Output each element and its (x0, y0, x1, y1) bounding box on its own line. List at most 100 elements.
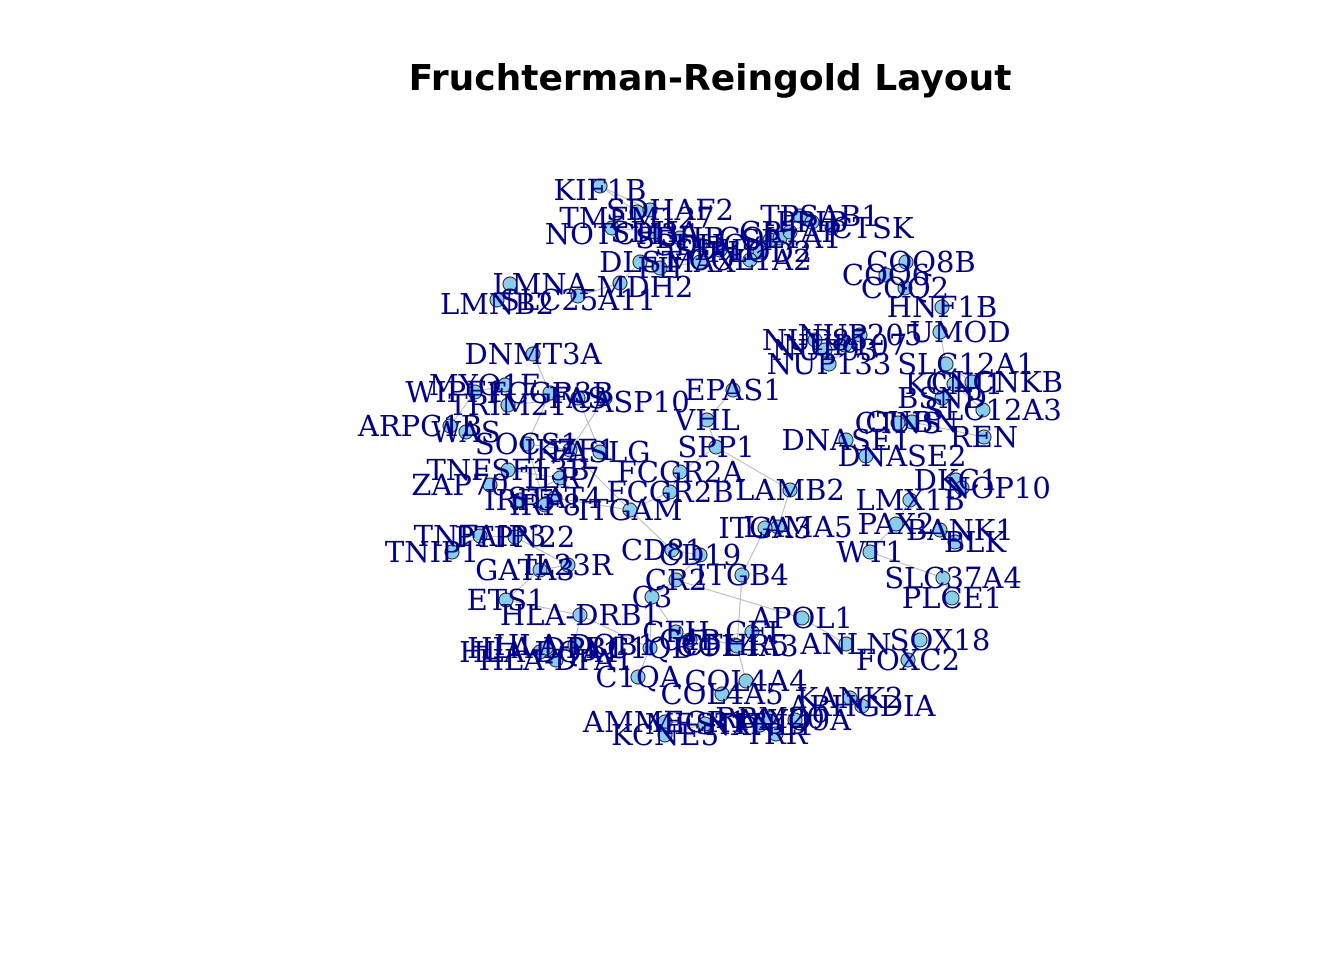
plot-title: Fruchterman-Reingold Layout (408, 58, 1012, 99)
node-label-pax2: PAX2 (858, 507, 935, 541)
node-ctsk (824, 220, 840, 236)
node-blk (947, 534, 963, 550)
node-label-sdhc: SDHC (655, 228, 746, 262)
node-label-fcgr2a: FCGR2A (617, 455, 745, 489)
node-sdhd (712, 242, 728, 258)
node-hnf1b (934, 299, 950, 315)
node-label-wipf1: WIPF1 (405, 375, 504, 409)
node-trim21 (500, 397, 516, 413)
node-slc25a11 (570, 288, 586, 304)
node-max (692, 254, 708, 270)
node-label-casp10: CASP10 (570, 385, 689, 419)
node-label-myo1e: MYO1E (429, 368, 541, 402)
node-label-hla-dqa1: HLA-DQA1 (459, 635, 621, 669)
node-label-mdh2: MDH2 (597, 270, 694, 304)
node-label-trr: TRR (744, 717, 808, 751)
edge-fas-faslg (577, 397, 601, 453)
node-ets1 (498, 592, 514, 608)
node-sdhc (692, 237, 708, 253)
node-label-hla-dqb1: HLA-DQB1 (494, 628, 656, 662)
edge-lamb2-spp1 (715, 446, 791, 491)
node-label-c4b: C4B (659, 623, 721, 657)
node-label-coq8b: COQ8B (866, 245, 976, 279)
node-label-gata3: GATA3 (475, 553, 575, 587)
edge-trim21-fas (507, 397, 579, 406)
node-label-fas: FAS (549, 381, 607, 415)
node-sdhb (672, 230, 688, 246)
node-crtap (782, 224, 798, 240)
node-lmx1b (902, 492, 918, 508)
node-label-ppib: PPIB (776, 205, 848, 239)
edge-itgam-ikzf1 (569, 449, 631, 511)
node-nop10 (954, 480, 970, 496)
node-label-lamb2: LAMB2 (735, 473, 845, 507)
node-label-cfh: CFH (642, 615, 710, 649)
node-fh (652, 260, 668, 276)
node-label-ptpn22: PTPN22 (455, 520, 576, 554)
node-label-c1qb: C1QB (607, 631, 693, 665)
node-label-umod: UMOD (909, 315, 1010, 349)
edge-ptpn22-il23r (514, 536, 569, 566)
node-label-wt1: WT1 (836, 535, 904, 569)
node-label-trim21: TRIM21 (448, 388, 567, 422)
node-c1qb (642, 640, 658, 656)
node-col4a5 (714, 686, 730, 702)
node-label-slc37a4: SLC37A4 (884, 561, 1022, 595)
node-label-dnase2: DNASE2 (837, 439, 966, 473)
node-label-zap70: ZAP70 (411, 468, 509, 502)
node-lamb2 (782, 482, 798, 498)
node-label-anln: ANLN (800, 627, 892, 661)
node-label-tnfsf13b: TNFSF13B (426, 453, 589, 487)
node-label-coq2: COQ2 (861, 271, 949, 305)
node-tlr7 (552, 470, 568, 486)
node-label-hla-drb1: HLA-DRB1 (500, 598, 660, 632)
node-spp1 (708, 439, 724, 455)
node-kcne5 (657, 727, 673, 743)
node-label-notch3: NOTCH3 (545, 217, 679, 251)
node-kif1b (592, 178, 608, 194)
node-col1a2 (742, 252, 758, 268)
node-label-il23r: IL23R (523, 548, 614, 582)
node-label-cd19: CD19 (659, 538, 741, 572)
node-fcgr3b (542, 385, 558, 401)
node-epas1 (725, 382, 741, 398)
node-lmna (502, 276, 518, 292)
node-label-cr2: CR2 (645, 563, 707, 597)
node-itga3 (757, 520, 773, 536)
node-coq2 (897, 280, 913, 296)
node-cr2 (668, 572, 684, 588)
node-cd81 (664, 542, 680, 558)
node-label-plod2: PLOD2 (708, 235, 812, 269)
node-ppib (804, 214, 820, 230)
node-hla-dpb1 (538, 640, 554, 656)
edge-cfi-c4b (689, 631, 753, 641)
node-label-spp1: SPP1 (677, 430, 754, 464)
node-label-col4a3: COL4A3 (675, 629, 798, 663)
node-label-cubn: CUBN (865, 405, 958, 439)
node-pax2 (888, 516, 904, 532)
node-label-dnmt3a: DNMT3A (464, 337, 602, 371)
node-sdha (647, 224, 663, 240)
node-label-tmem127: TMEM127 (559, 201, 714, 235)
node-label-nup133: NUP133 (767, 347, 892, 381)
node-label-mestit: MESTIT (645, 707, 767, 741)
node-gata3 (532, 562, 548, 578)
node-c4b (682, 632, 698, 648)
node-col4a4 (738, 673, 754, 689)
node-label-sdha: SDHA (610, 215, 700, 249)
node-label-lmna: LMNA (492, 267, 588, 301)
node-label-dlst: DLST (599, 245, 681, 279)
node-nup205 (852, 327, 868, 343)
node-label-ammecr1: AMMECR1 (582, 705, 747, 739)
node-label-sdhaf2: SDHAF2 (606, 193, 734, 227)
edge-itga3-itgb4 (741, 527, 766, 576)
node-label-epas1: EPAS1 (684, 373, 781, 407)
node-label-itgam: ITGAM (578, 493, 683, 527)
node-was (458, 424, 474, 440)
edge-tnfsf13b-tlr7 (507, 469, 561, 479)
node-c1qa (630, 669, 646, 685)
node-coq6 (878, 267, 894, 283)
node-trr (768, 726, 784, 742)
node-label-ren: REN (950, 420, 1018, 454)
node-label-nup107: NUP107 (783, 328, 908, 362)
